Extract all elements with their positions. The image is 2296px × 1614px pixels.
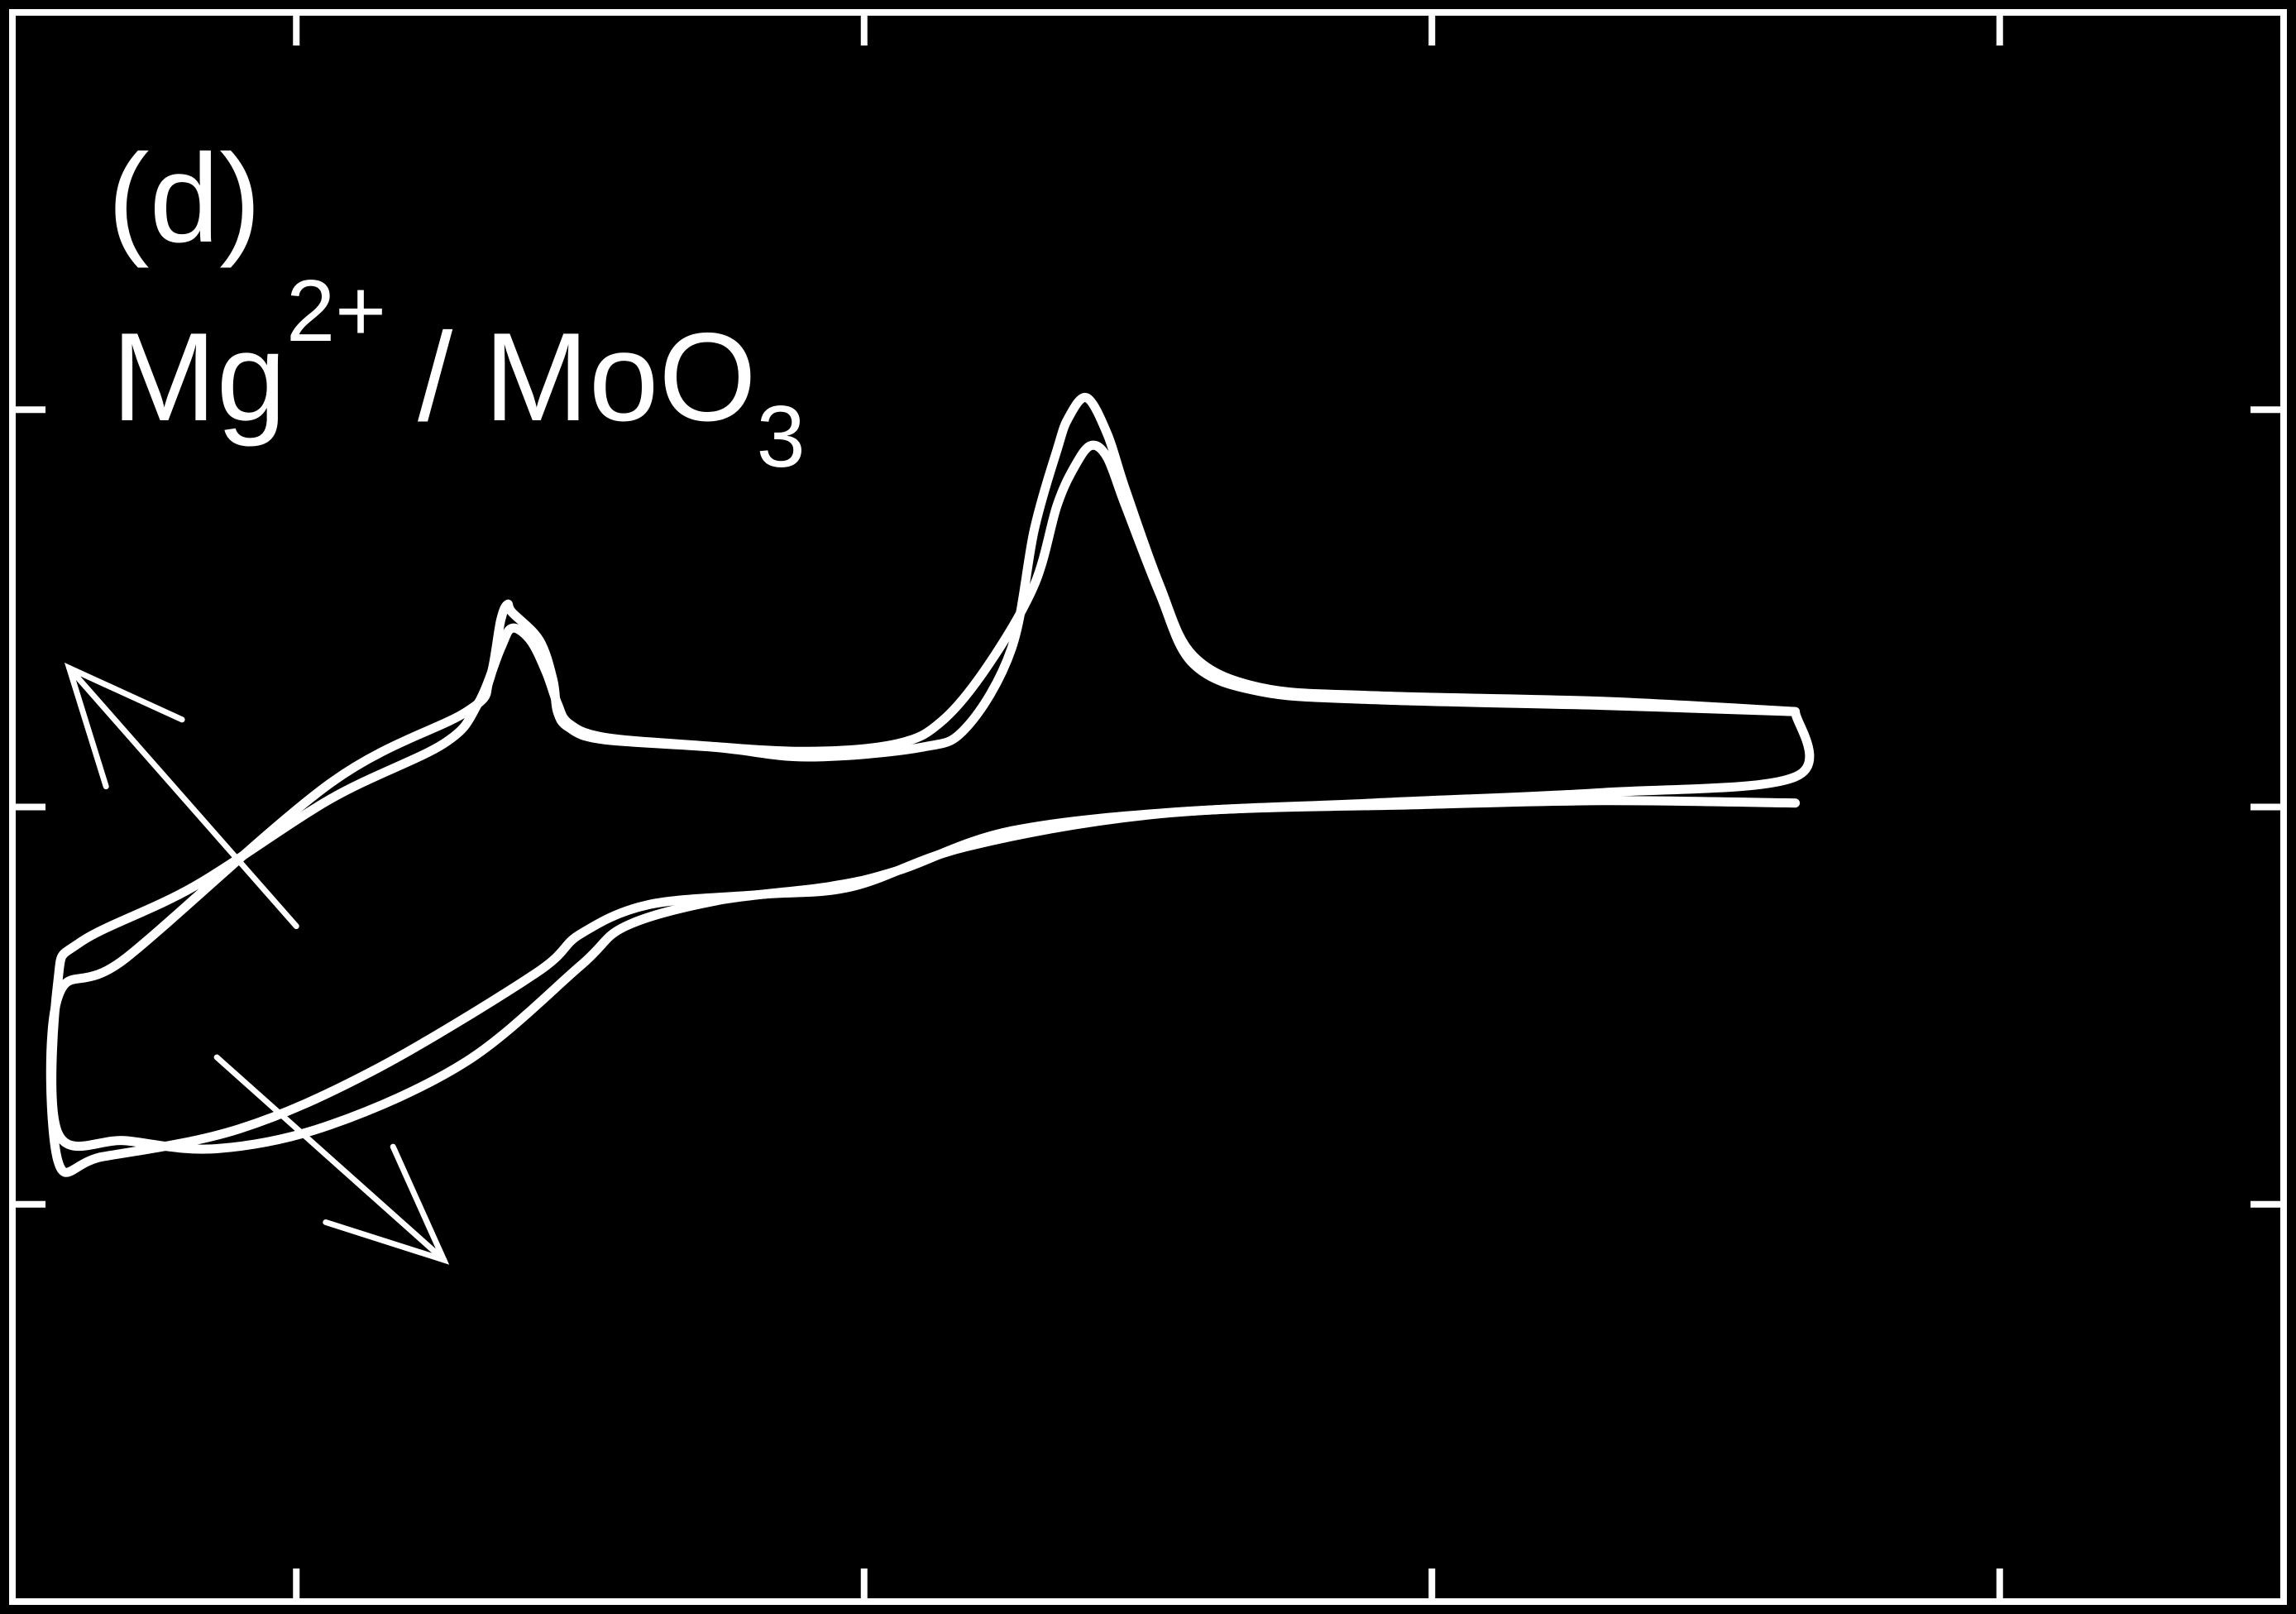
panel-letter: (d): [108, 128, 261, 269]
panel-title: Mg2+ /MoO3: [112, 262, 806, 486]
scan-direction-arrow-shaft: [66, 664, 299, 930]
cv-cycle-2-curve: [47, 440, 1801, 1154]
plot-area: [9, 9, 2287, 1605]
separator-label: /: [418, 307, 453, 448]
ion-label: Mg: [112, 307, 286, 448]
scan-direction-arrow-head: [64, 662, 185, 790]
scan-direction-arrow-shaft: [213, 1054, 447, 1263]
electrode-subscript-label: 3: [757, 388, 806, 486]
ion-charge-label: 2+: [286, 262, 386, 360]
panel-label: (d) Mg2+ /MoO3: [108, 128, 806, 486]
electrode-label: MoO: [484, 307, 756, 448]
scan-direction-arrow-head: [323, 1143, 450, 1265]
